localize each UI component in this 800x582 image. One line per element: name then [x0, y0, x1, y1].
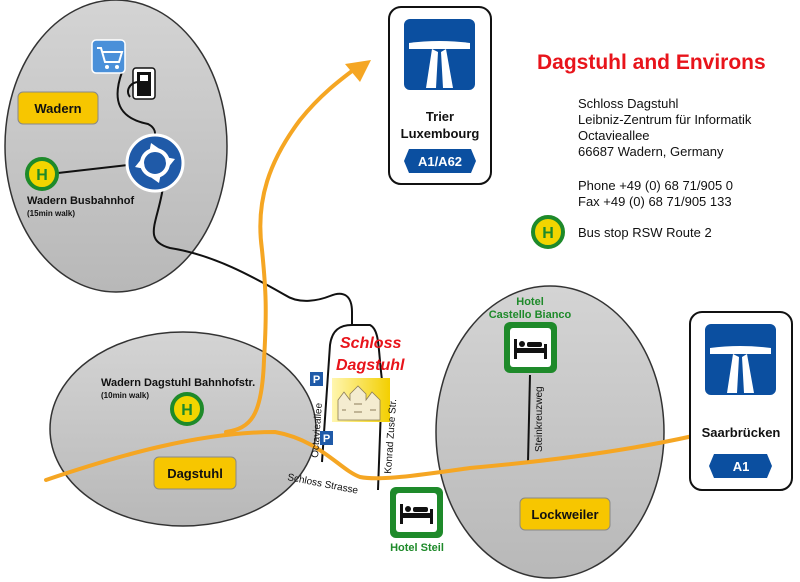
hotel-castello-sign — [504, 322, 557, 373]
svg-text:Luxembourg: Luxembourg — [401, 126, 480, 141]
road-west-to-east — [44, 429, 695, 482]
svg-text:Saarbrücken: Saarbrücken — [702, 425, 781, 440]
svg-text:H: H — [542, 225, 554, 242]
address-name: Schloss Dagstuhl — [578, 96, 679, 111]
castle-icon — [332, 378, 390, 422]
hotel-steil-label: Hotel Steil — [390, 542, 444, 554]
hotel-bed-icon — [400, 504, 433, 524]
svg-text:H: H — [36, 167, 48, 184]
page-title: Dagstuhl and Environs — [537, 51, 766, 74]
address-street: Octavieallee — [578, 128, 650, 143]
street-schloss-strasse: Schloss Strasse — [286, 472, 359, 497]
svg-text:P: P — [313, 374, 320, 386]
bus-stop-dagstuhl-label: Wadern Dagstuhl Bahnhofstr. — [101, 377, 255, 389]
address-city: 66687 Wadern, Germany — [578, 144, 724, 159]
address-fax: Fax +49 (0) 68 71/905 133 — [578, 194, 732, 209]
hotel-steil-sign — [390, 487, 443, 538]
motorway-sign-north: Trier Luxembourg A1/A62 — [388, 6, 492, 185]
motorway-icon — [402, 17, 477, 92]
svg-text:Wadern: Wadern — [34, 101, 81, 116]
address-institute: Leibniz-Zentrum für Informatik — [578, 112, 752, 127]
svg-text:H: H — [181, 402, 193, 419]
bus-stop-icon: H — [531, 215, 565, 249]
castle-label-line1: Schloss — [340, 335, 401, 352]
motorway-sign-east: Saarbrücken A1 — [689, 311, 793, 491]
arrowhead-north — [345, 60, 371, 82]
bus-stop-icon: H — [25, 157, 59, 191]
motorway-icon — [703, 322, 778, 397]
dagstuhl-area — [49, 331, 317, 527]
road-north — [224, 66, 358, 434]
street-konrad-zuse: Konrad Zuse Str. — [383, 399, 399, 475]
street-octavieallee: Octavieallee — [310, 402, 325, 458]
svg-text:A1/A62: A1/A62 — [418, 154, 462, 169]
road-busstation-to-roundabout — [57, 164, 129, 174]
svg-text:P: P — [323, 433, 330, 445]
castle-label-line2: Dagstuhl — [336, 357, 405, 374]
parking-icon: P — [320, 431, 333, 445]
bus-stop-wadern-walk: (15min walk) — [27, 209, 75, 218]
bus-stop-wadern-label: Wadern Busbahnhof — [27, 195, 134, 207]
hotel-castello-label-line1: Hotel — [516, 296, 544, 308]
roundabout-icon — [125, 133, 185, 193]
town-badge-dagstuhl: Dagstuhl — [153, 456, 237, 490]
parking-icon: P — [310, 372, 323, 386]
svg-text:Lockweiler: Lockweiler — [531, 507, 598, 522]
road-steinkreuzweg — [527, 374, 531, 463]
fuel-pump-icon — [127, 67, 156, 100]
svg-text:Dagstuhl: Dagstuhl — [167, 466, 223, 481]
address-phone: Phone +49 (0) 68 71/905 0 — [578, 178, 734, 193]
road-castle-loop — [321, 324, 353, 463]
hotel-castello-label-line2: Castello Bianco — [489, 309, 572, 321]
svg-text:Trier: Trier — [426, 109, 454, 124]
wadern-area — [4, 0, 228, 293]
road-roundabout-to-castle — [152, 179, 353, 325]
town-badge-lockweiler: Lockweiler — [519, 497, 611, 531]
town-badge-wadern: Wadern — [17, 91, 99, 125]
bus-stop-icon: H — [170, 392, 204, 426]
shopping-cart-icon — [91, 39, 126, 74]
street-steinkreuzweg: Steinkreuzweg — [534, 386, 545, 452]
main-roads — [44, 66, 695, 482]
bus-stop-dagstuhl-walk: (10min walk) — [101, 391, 149, 400]
svg-text:A1: A1 — [733, 459, 750, 474]
hotel-bed-icon — [514, 339, 547, 359]
legend-bus-label: Bus stop RSW Route 2 — [578, 225, 712, 240]
